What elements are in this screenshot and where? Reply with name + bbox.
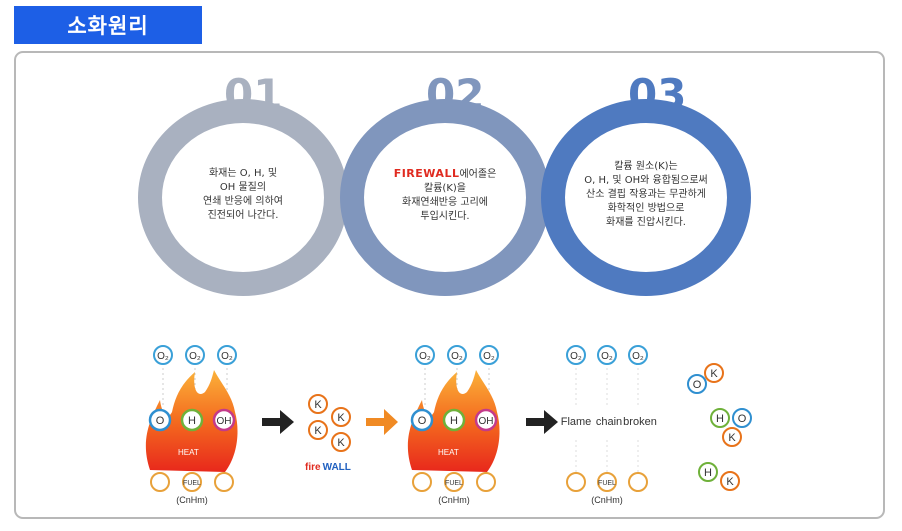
firewall-brand: FIREWALL: [394, 167, 460, 180]
step-text-1-line: 연쇄 반응에 의하여: [176, 195, 310, 209]
step-text-2: FIREWALL에어졸은 칼륨(K)을 화재연쇄반응 고리에 투입시킨다.: [374, 167, 516, 224]
step-text-1-line: 화재는 O, H, 및: [176, 167, 310, 181]
step-text-3-line: O, H, 및 OH와 융합됨으로써: [568, 174, 724, 188]
step-text-1: 화재는 O, H, 및 OH 물질의 연쇄 반응에 의하여 진전되어 나간다.: [176, 167, 310, 223]
step-text-2-line: 투입시킨다.: [374, 210, 516, 224]
step-text-3-line: 산소 결핍 작용과는 무관하게: [568, 188, 724, 202]
step-text-3: 칼륨 원소(K)는 O, H, 및 OH와 융합됨으로써 산소 결핍 작용과는 …: [568, 160, 724, 230]
step-text-3-line: 화학적인 방법으로: [568, 202, 724, 216]
page-title-banner: 소화원리: [14, 6, 202, 44]
step-text-3-line: 화재를 진압시킨다.: [568, 216, 724, 230]
step-text-1-line: OH 물질의: [176, 181, 310, 195]
step-text-2-suffix: 에어졸은: [459, 169, 496, 180]
page-title: 소화원리: [67, 10, 148, 40]
step-text-1-line: 진전되어 나간다.: [176, 209, 310, 223]
step-text-2-first-line: FIREWALL에어졸은: [374, 167, 516, 182]
step-text-2-line: 칼륨(K)을: [374, 182, 516, 196]
step-text-2-line: 화재연쇄반응 고리에: [374, 196, 516, 210]
step-text-3-line: 칼륨 원소(K)는: [568, 160, 724, 174]
